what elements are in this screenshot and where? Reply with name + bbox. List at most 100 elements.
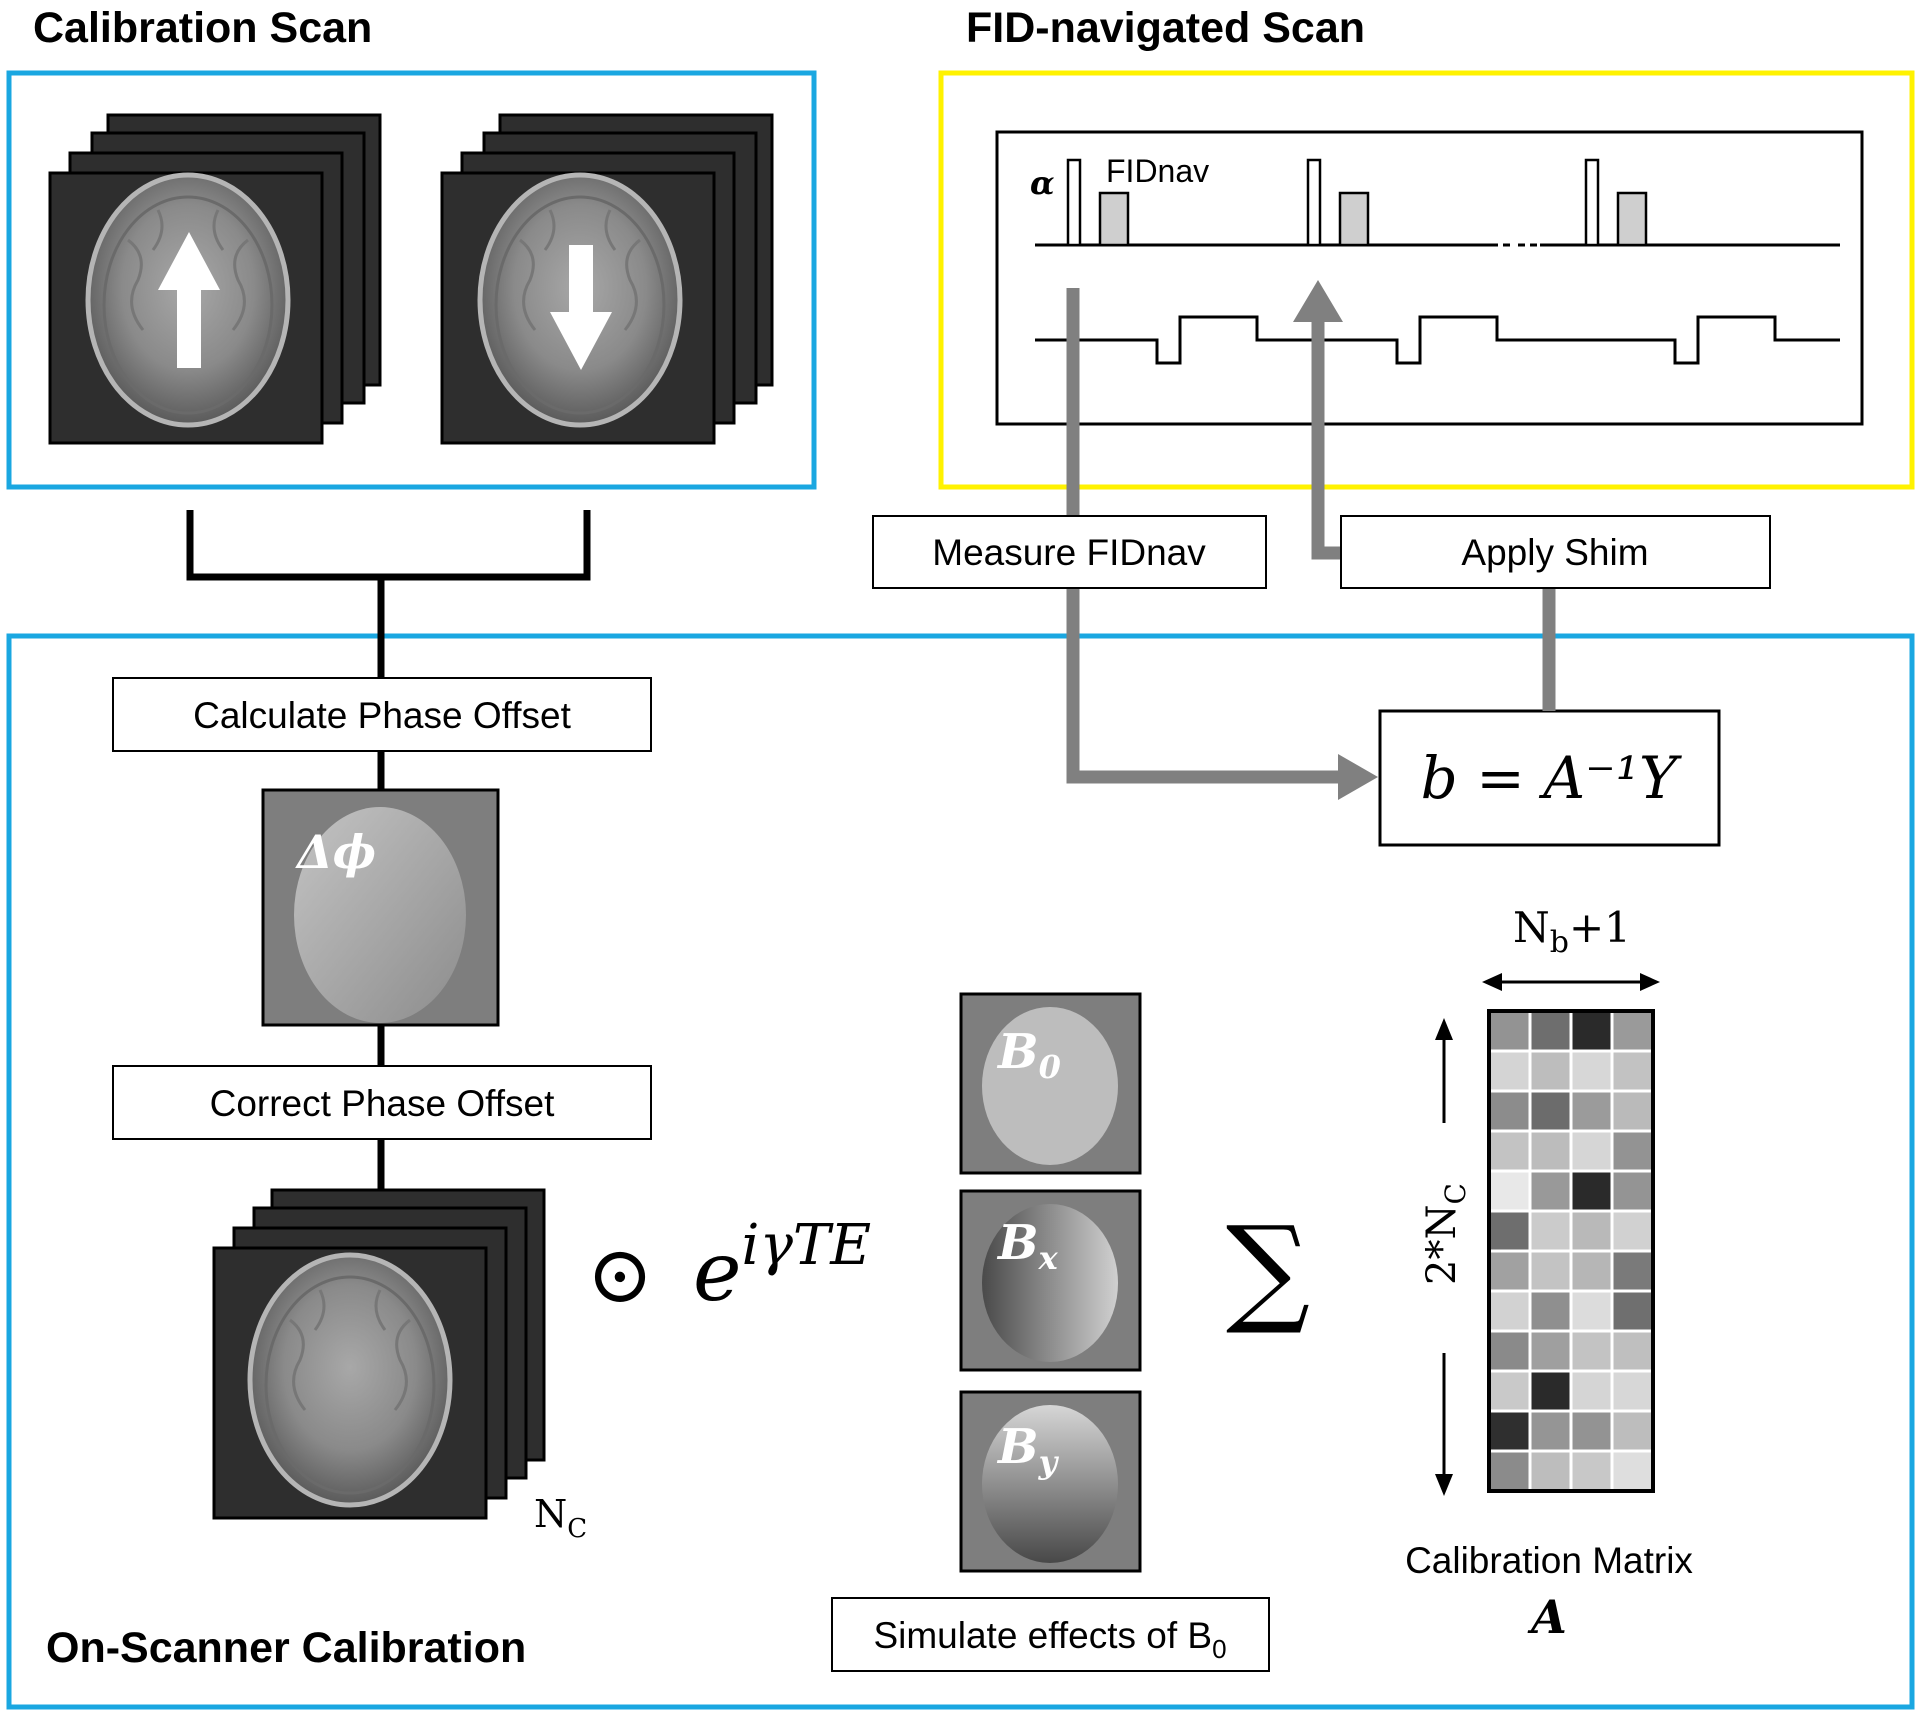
matrix-cell <box>1569 1369 1614 1413</box>
measure-fidnav-label: Measure FIDnav <box>932 532 1206 573</box>
gradient-line <box>1035 315 1840 365</box>
matrix-cell <box>1610 1089 1655 1133</box>
matrix-cell <box>1528 1409 1573 1453</box>
bx-field-map <box>959 1189 1142 1372</box>
by-field-map <box>959 1390 1142 1573</box>
matrix-cell <box>1610 1129 1655 1173</box>
matrix-cell <box>1610 1329 1655 1373</box>
exponential-term: eiγTE <box>693 1213 871 1320</box>
rows-double-arrow <box>1435 1018 1453 1496</box>
arrow-up-icon <box>158 232 220 368</box>
matrix-cell <box>1528 1209 1573 1253</box>
matrix-cell <box>1487 1369 1532 1413</box>
matrix-cell <box>1569 1089 1614 1133</box>
pulse-sequence-diagram: α FIDnav <box>995 130 1864 426</box>
matrix-cell <box>1487 1209 1532 1253</box>
fid-readout <box>1098 191 1130 247</box>
matrix-cell <box>1528 1129 1573 1173</box>
matrix-cell <box>1610 1009 1655 1053</box>
matrix-cell <box>1610 1049 1655 1093</box>
merge-bracket <box>186 510 591 581</box>
matrix-cell <box>1528 1369 1573 1413</box>
bx-label: Bx <box>996 1215 1059 1277</box>
matrix-cell <box>1569 1409 1614 1453</box>
corrected-image-stack <box>212 1188 546 1520</box>
matrix-cell <box>1569 1049 1614 1093</box>
arrow-down-icon <box>550 245 612 370</box>
matrix-cell <box>1528 1289 1573 1333</box>
fid-scan-box <box>938 70 1915 490</box>
matrix-cell <box>1610 1409 1655 1453</box>
by-label: By <box>996 1419 1060 1481</box>
matrix-cell <box>1487 1329 1532 1373</box>
matrix-cell <box>1569 1129 1614 1173</box>
delta-phi-label: Δϕ <box>295 825 376 879</box>
matrix-cell <box>1528 1249 1573 1293</box>
apply-shim-label: Apply Shim <box>1461 532 1648 573</box>
columns-double-arrow <box>1482 973 1660 991</box>
rf-pulse <box>1584 158 1600 247</box>
matrix-cell <box>1569 1169 1614 1213</box>
correct-phase-label: Correct Phase Offset <box>210 1083 556 1124</box>
flow-arrows <box>1066 280 1556 800</box>
matrix-cell <box>1487 1249 1532 1293</box>
apply-shim-box <box>1340 515 1771 589</box>
b0-field-map <box>959 992 1142 1175</box>
matrix-cell <box>1487 1289 1532 1333</box>
nc-label: NC <box>534 1492 587 1544</box>
matrix-cell <box>1569 1009 1614 1053</box>
matrix-cell <box>1569 1449 1614 1493</box>
matrix-border <box>1487 1009 1655 1493</box>
matrix-cell <box>1528 1449 1573 1493</box>
simulate-box <box>831 1597 1270 1672</box>
matrix-cell <box>1569 1289 1614 1333</box>
matrix-cell <box>1528 1049 1573 1093</box>
measure-fidnav-box <box>872 515 1267 589</box>
matrix-cell <box>1487 1409 1532 1453</box>
correct-phase-box <box>112 1065 652 1140</box>
sum-symbol: ∑ <box>1226 1200 1310 1338</box>
matrix-cell <box>1487 1009 1532 1053</box>
fid-readout <box>1338 191 1370 247</box>
matrix-cell <box>1528 1089 1573 1133</box>
matrix-cell <box>1569 1249 1614 1293</box>
calibration-matrix <box>1487 1009 1655 1493</box>
fid-scan-title: FID-navigated Scan <box>966 4 1365 52</box>
matrix-cell <box>1528 1169 1573 1213</box>
matrix-cell <box>1610 1209 1655 1253</box>
calculate-phase-box <box>112 677 652 752</box>
hadamard-symbol: ⊙ <box>586 1228 653 1321</box>
calibration-scan-box <box>6 70 817 490</box>
matrix-cell <box>1610 1369 1655 1413</box>
matrix-caption: Calibration Matrix <box>1405 1540 1693 1581</box>
solve-equation-box <box>1378 709 1721 847</box>
matrix-cell <box>1610 1449 1655 1493</box>
matrix-cell <box>1487 1449 1532 1493</box>
on-scanner-calibration-title: On-Scanner Calibration <box>46 1624 526 1672</box>
columns-label: Nb+1 <box>1513 903 1631 960</box>
matrix-cell <box>1610 1169 1655 1213</box>
matrix-cell <box>1610 1289 1655 1333</box>
rows-label: 2*NC <box>1419 1183 1472 1285</box>
calculate-phase-label: Calculate Phase Offset <box>193 695 571 736</box>
on-scanner-calibration-box <box>6 633 1915 1710</box>
matrix-cell <box>1569 1209 1614 1253</box>
fid-readout <box>1616 191 1648 247</box>
calibration-scan-title: Calibration Scan <box>33 4 372 52</box>
matrix-cell <box>1528 1009 1573 1053</box>
matrix-cell <box>1487 1049 1532 1093</box>
matrix-cell <box>1528 1329 1573 1373</box>
solve-equation: b = A⁻¹Y <box>1421 744 1682 812</box>
matrix-cell <box>1487 1169 1532 1213</box>
rf-pulse <box>1066 158 1082 247</box>
matrix-symbol: A <box>1527 1590 1567 1644</box>
matrix-cell <box>1610 1249 1655 1293</box>
simulate-label: Simulate effects of B0 <box>873 1615 1226 1664</box>
phase-offset-map <box>261 788 500 1027</box>
matrix-cell <box>1569 1329 1614 1373</box>
calibration-stack-up <box>48 113 382 445</box>
b0-label: B0 <box>996 1024 1061 1086</box>
flip-angle-label: α <box>1030 164 1055 202</box>
rf-pulse <box>1306 158 1322 247</box>
